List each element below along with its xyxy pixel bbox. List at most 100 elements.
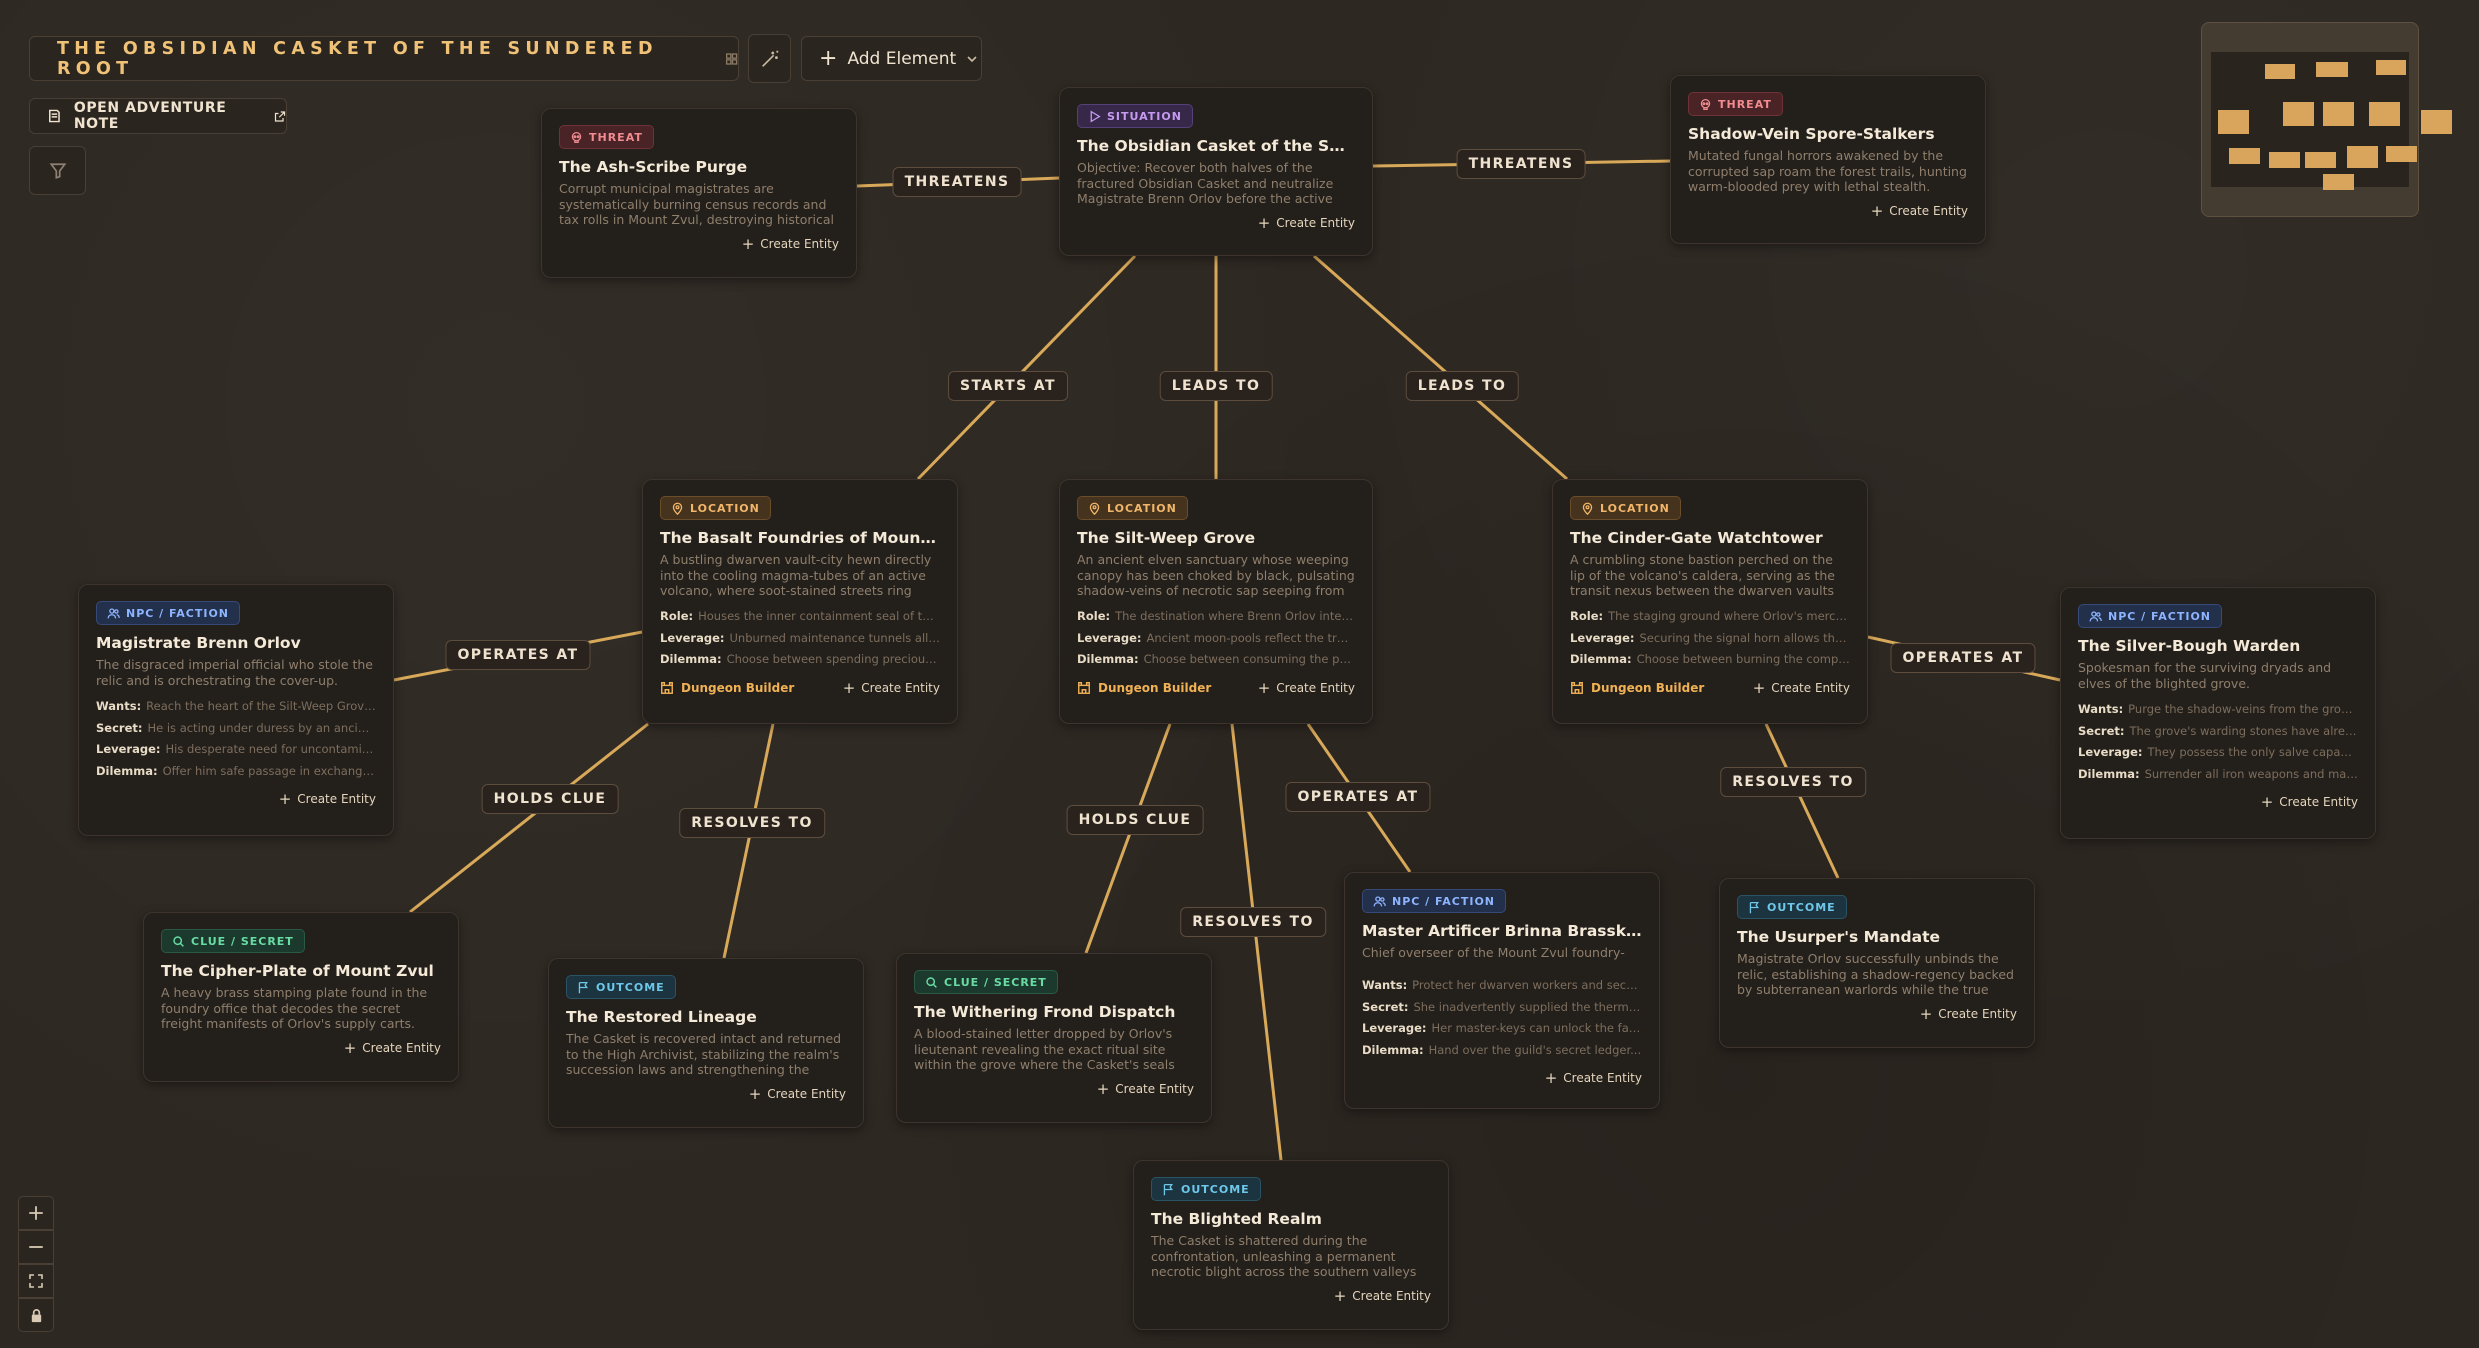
zoom-out-button[interactable]: [18, 1230, 54, 1264]
outcome-badge: OUTCOME: [566, 975, 676, 999]
location-badge: LOCATION: [1077, 496, 1188, 520]
minimap[interactable]: [2201, 22, 2452, 217]
card-description: Chief overseer of the Mount Zvul foundry…: [1362, 945, 1625, 963]
create-entity-button[interactable]: +Create Entity: [1096, 1080, 1194, 1098]
threat-card-ash-scribe[interactable]: THREAT The Ash-Scribe Purge Corrupt muni…: [541, 108, 857, 278]
dungeon-builder-button[interactable]: Dungeon Builder: [660, 681, 794, 695]
edge-label-resolves-to[interactable]: RESOLVES TO: [1720, 767, 1866, 797]
create-entity-button[interactable]: +Create Entity: [1752, 678, 1850, 697]
filter-button[interactable]: [29, 146, 86, 195]
situation-badge: SITUATION: [1077, 104, 1193, 128]
create-entity-button[interactable]: +Create Entity: [1257, 678, 1355, 697]
create-entity-button[interactable]: +Create Entity: [278, 790, 376, 808]
edge-label-operates-at[interactable]: OPERATES AT: [1285, 782, 1431, 812]
create-entity-button[interactable]: +Create Entity: [1333, 1287, 1431, 1305]
edge-label-threatens[interactable]: THREATENS: [892, 167, 1022, 197]
magic-wand-button[interactable]: [748, 34, 791, 83]
edge-label-starts-at[interactable]: STARTS AT: [948, 371, 1068, 401]
situation-card-obsidian-casket[interactable]: SITUATION The Obsidian Casket of the Sun…: [1059, 87, 1373, 256]
create-entity-button[interactable]: +Create Entity: [2260, 793, 2358, 811]
create-entity-button[interactable]: +Create Entity: [748, 1085, 846, 1103]
location-card-silt-weep-grove[interactable]: LOCATION The Silt-Weep Grove An ancient …: [1059, 479, 1373, 724]
card-title: Shadow-Vein Spore-Stalkers: [1688, 125, 1935, 143]
location-card-basalt-foundries[interactable]: LOCATION The Basalt Foundries of Mount Z…: [642, 479, 958, 724]
card-title: The Withering Frond Dispatch: [914, 1003, 1176, 1021]
edge-label-operates-at[interactable]: OPERATES AT: [1890, 643, 2036, 673]
lock-button[interactable]: [18, 1298, 54, 1332]
edge-line: [916, 254, 1137, 481]
minimap-node: [2218, 110, 2249, 134]
minimap-node: [2386, 146, 2417, 162]
plus-icon: +: [842, 678, 856, 697]
location-card-cinder-gate[interactable]: LOCATION The Cinder-Gate Watchtower A cr…: [1552, 479, 1868, 724]
create-entity-button[interactable]: +Create Entity: [343, 1039, 441, 1057]
card-title: Master Artificer Brinna Brassknuckle: [1362, 922, 1642, 940]
grid-icon[interactable]: [725, 52, 738, 66]
edge-label-resolves-to[interactable]: RESOLVES TO: [1180, 907, 1326, 937]
edge-line: [1764, 723, 1840, 879]
minimap-node: [2376, 60, 2406, 75]
location-badge: LOCATION: [660, 496, 771, 520]
create-entity-button[interactable]: +Create Entity: [842, 678, 940, 697]
edge-label-leads-to[interactable]: LEADS TO: [1405, 371, 1519, 401]
create-entity-button[interactable]: +Create Entity: [1257, 214, 1355, 232]
fit-view-button[interactable]: [18, 1264, 54, 1298]
plus-icon: +: [1544, 1069, 1558, 1087]
outcome-card-blighted-realm[interactable]: OUTCOME The Blighted Realm The Casket is…: [1133, 1160, 1449, 1330]
card-description: An ancient elven sanctuary whose weeping…: [1077, 552, 1355, 598]
minimap-node: [2347, 146, 2378, 168]
minus-icon: [29, 1246, 43, 1248]
clue-card-withering-frond[interactable]: CLUE / SECRET The Withering Frond Dispat…: [896, 953, 1212, 1123]
plus-icon: +: [1096, 1080, 1110, 1098]
create-entity-button[interactable]: +Create Entity: [1919, 1005, 2017, 1023]
zoom-in-button[interactable]: [18, 1196, 54, 1230]
clue-card-cipher-plate[interactable]: CLUE / SECRET The Cipher-Plate of Mount …: [143, 912, 459, 1082]
clue-secret-badge: CLUE / SECRET: [914, 970, 1058, 994]
npc-card-brinna-brassknuckle[interactable]: NPC / FACTION Master Artificer Brinna Br…: [1344, 872, 1660, 1109]
map-pin-icon: [672, 502, 683, 515]
card-description: Corrupt municipal magistrates are system…: [559, 181, 835, 227]
minimap-node: [2369, 102, 2400, 126]
location-badge: LOCATION: [1570, 496, 1681, 520]
edge-label-holds-clue[interactable]: HOLDS CLUE: [1066, 805, 1204, 835]
card-description: A crumbling stone bastion perched on the…: [1570, 552, 1835, 598]
card-description: A bustling dwarven vault-city hewn direc…: [660, 552, 932, 598]
edge-label-resolves-to[interactable]: RESOLVES TO: [679, 808, 825, 838]
plus-icon: +: [1870, 202, 1884, 220]
search-icon: [926, 976, 937, 988]
add-element-button[interactable]: + Add Element: [801, 36, 982, 81]
card-title: The Usurper's Mandate: [1737, 928, 1941, 946]
users-icon: [2089, 610, 2102, 621]
outcome-card-usurpers-mandate[interactable]: OUTCOME The Usurper's Mandate Magistrate…: [1719, 878, 2035, 1048]
create-entity-button[interactable]: +Create Entity: [741, 235, 839, 253]
adventure-title-box[interactable]: THE OBSIDIAN CASKET OF THE SUNDERED ROOT: [29, 36, 739, 81]
outcome-card-restored-lineage[interactable]: OUTCOME The Restored Lineage The Casket …: [548, 958, 864, 1128]
create-entity-button[interactable]: +Create Entity: [1870, 202, 1968, 220]
flag-icon: [1163, 1183, 1173, 1195]
threat-card-spore-stalkers[interactable]: THREAT Shadow-Vein Spore-Stalkers Mutate…: [1670, 75, 1986, 244]
dilemma-row: Dilemma:Offer him safe passage in exchan…: [96, 763, 376, 778]
npc-card-brenn-orlov[interactable]: NPC / FACTION Magistrate Brenn Orlov The…: [78, 584, 394, 836]
clue-secret-badge: CLUE / SECRET: [161, 929, 305, 953]
minimap-node: [2316, 62, 2348, 77]
wants-row: Wants:Purge the shadow-veins from the gr…: [2078, 702, 2358, 716]
card-description: The Casket is shattered during the confr…: [1151, 1233, 1417, 1279]
card-description: A blood-stained letter dropped by Orlov'…: [914, 1026, 1175, 1072]
dungeon-builder-button[interactable]: Dungeon Builder: [1570, 681, 1704, 695]
card-title: The Ash-Scribe Purge: [559, 158, 748, 176]
open-adventure-note-button[interactable]: OPEN ADVENTURE NOTE: [29, 98, 287, 134]
create-entity-button[interactable]: +Create Entity: [1544, 1069, 1642, 1087]
edge-label-leads-to[interactable]: LEADS TO: [1159, 371, 1273, 401]
wants-row: Wants:Protect her dwarven workers and se…: [1362, 978, 1642, 992]
edge-label-operates-at[interactable]: OPERATES AT: [445, 640, 591, 670]
dilemma-row: Dilemma:Choose between spending precious…: [660, 652, 940, 666]
npc-card-silver-bough-warden[interactable]: NPC / FACTION The Silver-Bough Warden Sp…: [2060, 587, 2376, 839]
role-row: Role:Houses the inner containment seal o…: [660, 609, 940, 623]
plus-icon: +: [343, 1039, 357, 1057]
flag-icon: [578, 981, 588, 993]
edge-label-holds-clue[interactable]: HOLDS CLUE: [481, 784, 619, 814]
edge-label-threatens[interactable]: THREATENS: [1456, 149, 1586, 179]
dungeon-builder-button[interactable]: Dungeon Builder: [1077, 681, 1211, 695]
minimap-node: [2283, 102, 2314, 126]
card-description: Magistrate Orlov successfully unbinds th…: [1737, 951, 2014, 997]
